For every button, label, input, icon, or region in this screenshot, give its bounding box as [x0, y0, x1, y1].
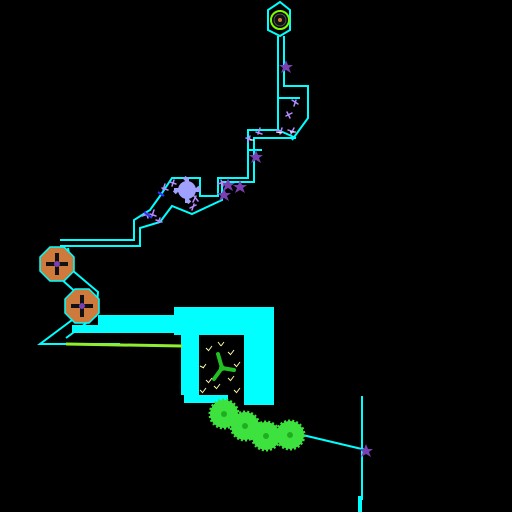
sparkle — [227, 349, 235, 356]
debris-piece — [189, 203, 197, 211]
sparkle — [199, 363, 207, 369]
green-wheel-hub — [263, 433, 269, 439]
orange-gear-hub — [54, 261, 60, 267]
sparkle — [205, 345, 213, 352]
debris-piece — [291, 99, 299, 107]
sparkle — [213, 383, 221, 390]
pole-bottom-right — [358, 496, 362, 512]
sparkle — [227, 375, 235, 382]
block-left-post — [181, 335, 199, 395]
block-right-column — [244, 335, 274, 405]
blue-gear-teeth — [172, 175, 202, 205]
block-ledge-lower — [72, 325, 176, 333]
green-rod — [65, 342, 183, 348]
debris-bright — [250, 131, 296, 141]
green-wheel-hub — [221, 411, 227, 417]
goal-ring — [270, 10, 290, 30]
debris-piece-blue — [143, 211, 153, 219]
debris-piece — [255, 127, 263, 135]
block-ledge-upper — [98, 315, 176, 325]
debris-piece-bright — [275, 131, 283, 134]
debris — [141, 99, 299, 224]
block-top-right — [174, 307, 274, 335]
block-bottom-base — [184, 395, 228, 403]
star-6[interactable] — [359, 444, 373, 457]
blue-gear-body — [178, 181, 196, 199]
sparkle — [217, 341, 225, 347]
debris-piece — [192, 195, 199, 203]
green-wheel-4[interactable] — [274, 419, 306, 451]
orange-gear-hub — [79, 303, 85, 309]
debris-piece — [285, 111, 293, 119]
sparkle — [233, 387, 241, 394]
wall-zigzag-upper — [60, 129, 278, 241]
star-1[interactable] — [279, 60, 293, 73]
sparkles — [199, 341, 241, 394]
goal-dot — [278, 18, 282, 22]
debris-piece — [169, 179, 177, 187]
star-4[interactable] — [233, 180, 247, 193]
star-5[interactable] — [217, 188, 231, 201]
blue-gear[interactable] — [172, 175, 202, 205]
sparkle — [205, 377, 213, 384]
debris-piece-blue — [157, 191, 165, 197]
green-wheel-hub — [287, 432, 293, 438]
debris-blue — [143, 191, 165, 219]
green-wheel-hub — [242, 423, 248, 429]
orange-gear-2[interactable] — [64, 288, 100, 324]
debris-piece — [217, 179, 225, 187]
sparkle — [233, 361, 241, 368]
debris-piece — [155, 217, 163, 224]
orange-gear-1[interactable] — [39, 246, 75, 282]
spinner-hub — [219, 365, 225, 371]
sparkle — [199, 387, 207, 394]
green-wheels — [208, 398, 306, 452]
goal-marker[interactable] — [270, 10, 290, 30]
wall-zigzag-lower — [60, 137, 296, 247]
debris-piece — [149, 209, 157, 217]
spinner[interactable] — [212, 352, 236, 381]
debris-piece — [161, 183, 169, 191]
green-wheel-3[interactable] — [250, 420, 282, 452]
goal-hexagon-frame — [267, 0, 291, 38]
star-3[interactable] — [221, 178, 235, 191]
solid-blocks — [72, 307, 362, 512]
star-2[interactable] — [249, 150, 263, 163]
stars — [217, 60, 373, 457]
